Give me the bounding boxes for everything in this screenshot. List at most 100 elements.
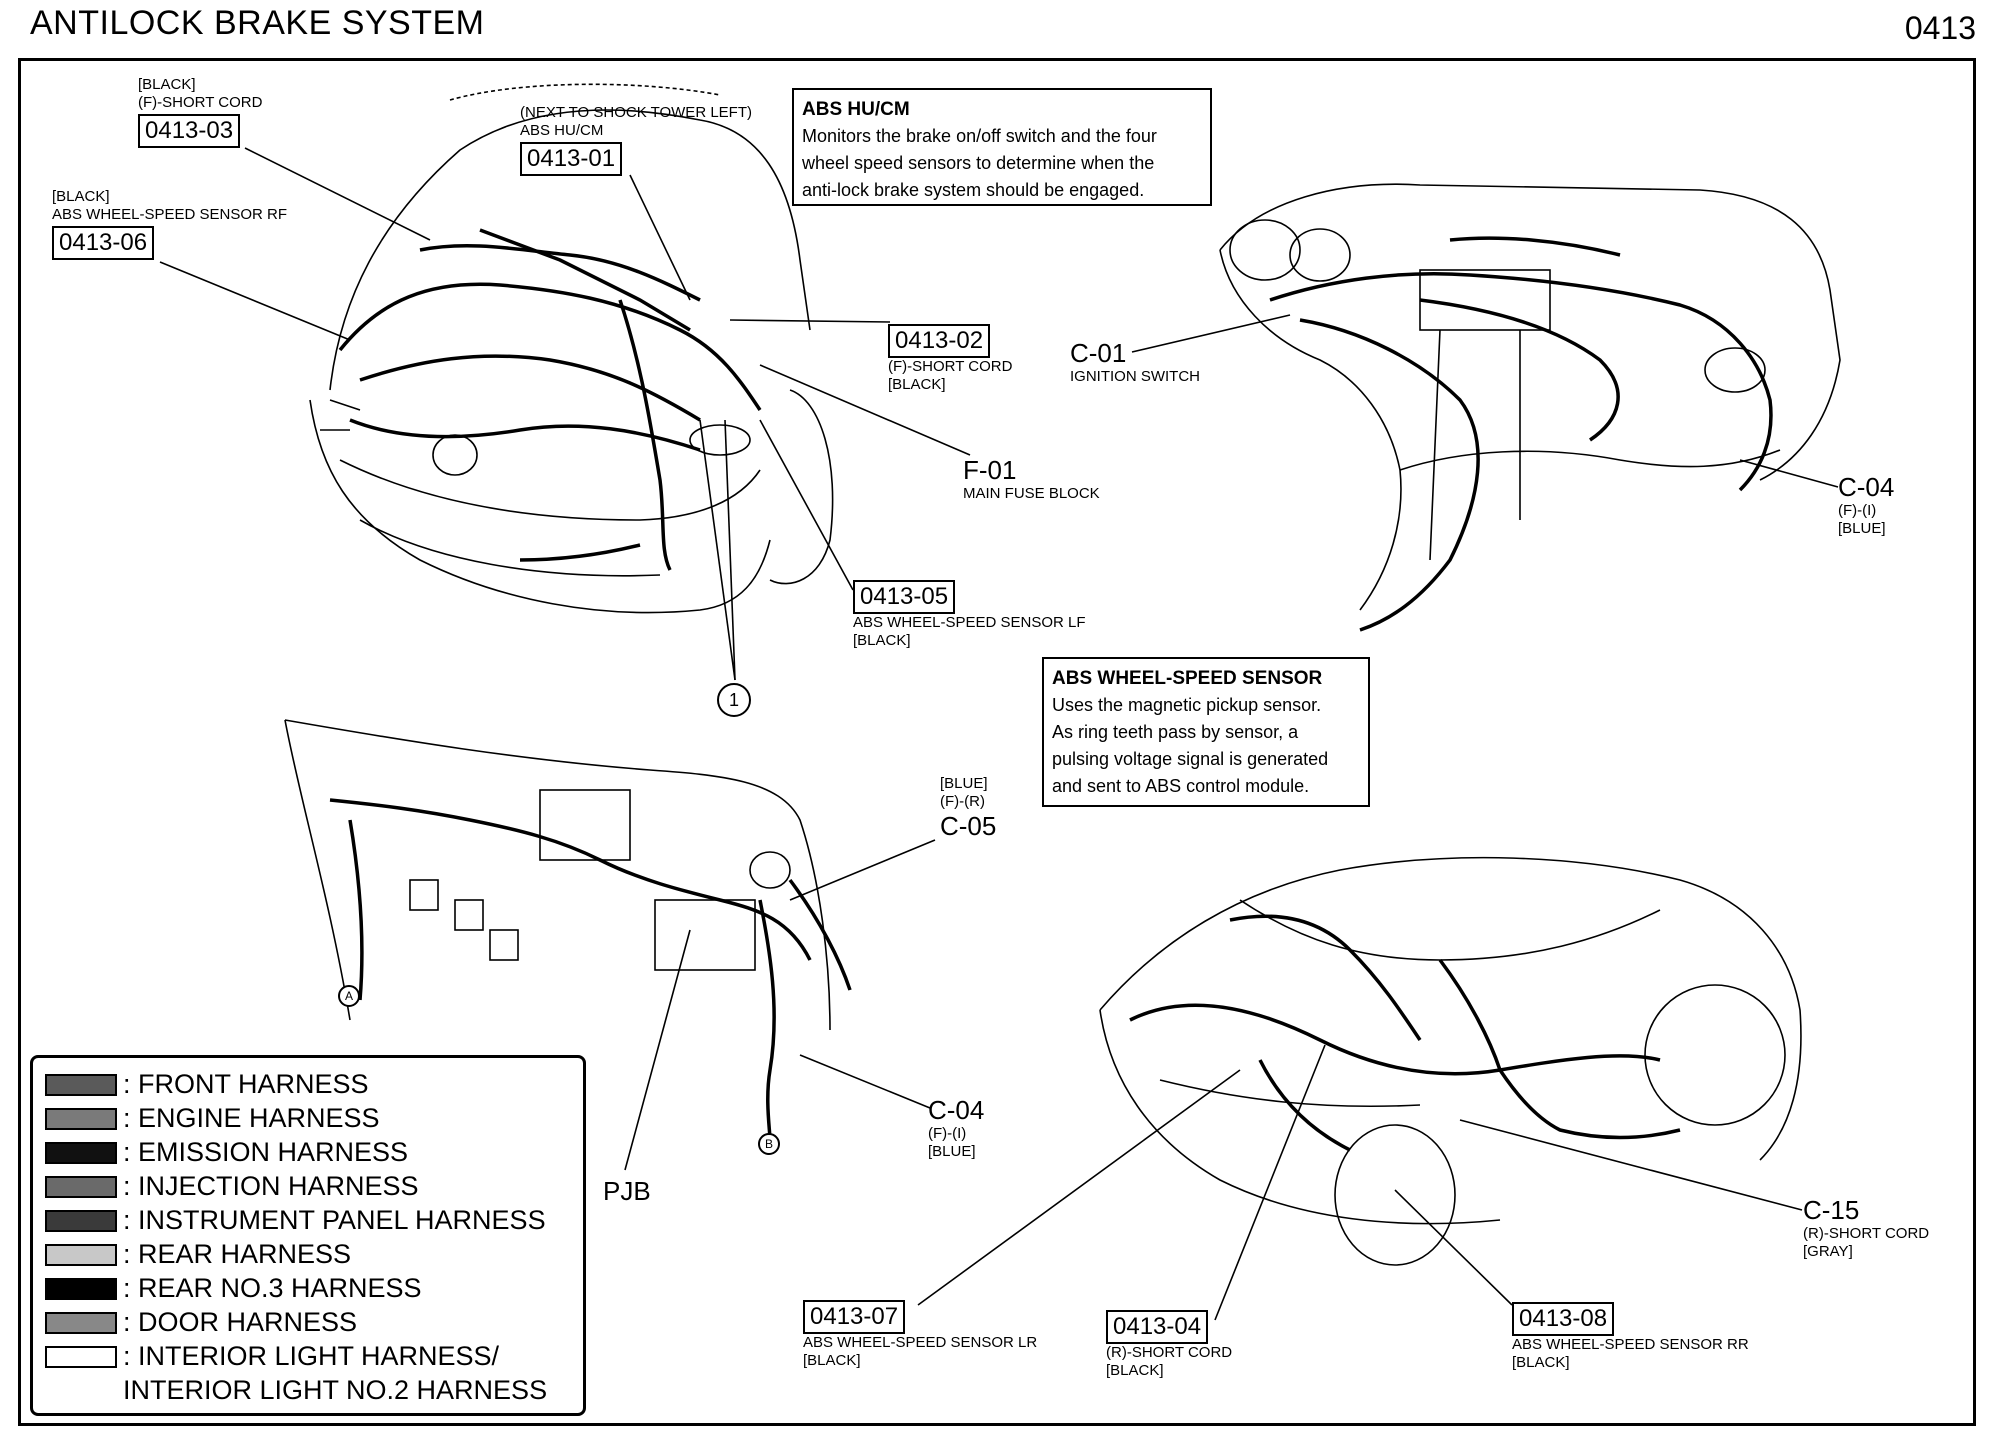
callout-0413-05-code: 0413-05	[853, 580, 956, 614]
callout-c-04-dash: C-04 (F)-(I) [BLUE]	[1838, 472, 1894, 538]
callout-c-05-desc: (F)-(R)	[940, 793, 985, 810]
engine-leader-lines	[159, 147, 971, 681]
page-title: ANTILOCK BRAKE SYSTEM	[30, 4, 485, 42]
note-abs-sensor-line4: and sent to ABS control module.	[1052, 776, 1310, 796]
legend-item: : REAR NO.3 HARNESS	[45, 1272, 583, 1306]
callout-0413-08-color: [BLACK]	[1512, 1354, 1570, 1371]
harness-legend: : FRONT HARNESS : ENGINE HARNESS : EMISS…	[30, 1055, 586, 1416]
callout-0413-03-color: [BLACK]	[138, 76, 196, 93]
note-abs-sensor-line3: pulsing voltage signal is generated	[1052, 749, 1329, 769]
callout-0413-01-code: 0413-01	[520, 142, 623, 176]
interior-panel-drawing	[284, 719, 831, 1031]
callout-c-15-code: C-15	[1803, 1195, 1860, 1225]
callout-0413-03-code: 0413-03	[138, 114, 241, 148]
callout-0413-01-desc: ABS HU/CM	[520, 122, 604, 139]
legend-label: : ENGINE HARNESS	[123, 1103, 380, 1133]
legend-swatch-instrument-panel	[45, 1210, 117, 1232]
callout-0413-05-desc: ABS WHEEL-SPEED SENSOR LF	[853, 614, 1086, 631]
dashboard-harness-wires	[1269, 236, 1773, 632]
callout-0413-02-code: 0413-02	[888, 324, 991, 358]
callout-0413-07: 0413-07 ABS WHEEL-SPEED SENSOR LR [BLACK…	[803, 1298, 1037, 1370]
legend-label: : DOOR HARNESS	[123, 1307, 358, 1337]
callout-0413-02-color: [BLACK]	[888, 376, 946, 393]
note-abs-hucm-line1: Monitors the brake on/off switch and the…	[802, 126, 1157, 146]
callout-0413-06-color: [BLACK]	[52, 188, 110, 205]
interior-leader-lines	[624, 839, 936, 1171]
legend-item: INTERIOR LIGHT NO.2 HARNESS	[45, 1374, 583, 1408]
callout-0413-04-color: [BLACK]	[1106, 1362, 1164, 1379]
callout-0413-04-code: 0413-04	[1106, 1310, 1209, 1344]
callout-c-15-desc: (R)-SHORT CORD	[1803, 1225, 1930, 1242]
callout-c-05: [BLUE] (F)-(R) C-05	[940, 775, 996, 841]
callout-0413-07-code: 0413-07	[803, 1300, 906, 1334]
callout-0413-08-code: 0413-08	[1512, 1302, 1615, 1336]
legend-item: : ENGINE HARNESS	[45, 1102, 583, 1136]
legend-label: : FRONT HARNESS	[123, 1069, 369, 1099]
legend-item: : EMISSION HARNESS	[45, 1136, 583, 1170]
legend-label: : INSTRUMENT PANEL HARNESS	[123, 1205, 546, 1235]
callout-0413-01-location: (NEXT TO SHOCK TOWER LEFT)	[520, 104, 752, 121]
rear-body-drawing	[1099, 856, 1802, 1266]
legend-swatch-injection	[45, 1176, 117, 1198]
callout-c-04-mid-code: C-04	[928, 1095, 985, 1125]
callout-c-04-dash-code: C-04	[1838, 472, 1895, 502]
callout-c-05-code: C-05	[940, 811, 997, 841]
callout-c-01: C-01 IGNITION SWITCH	[1070, 338, 1200, 386]
callout-c-15: C-15 (R)-SHORT CORD [GRAY]	[1803, 1195, 1929, 1261]
legend-label: : REAR HARNESS	[123, 1239, 352, 1269]
callout-0413-05-color: [BLACK]	[853, 632, 911, 649]
callout-0413-05: 0413-05 ABS WHEEL-SPEED SENSOR LF [BLACK…	[853, 578, 1086, 650]
note-abs-hucm-title: ABS HU/CM	[802, 99, 910, 120]
legend-item: : INTERIOR LIGHT HARNESS/	[45, 1340, 583, 1374]
callout-circle-1: 1	[717, 683, 751, 717]
callout-0413-06: [BLACK] ABS WHEEL-SPEED SENSOR RF 0413-0…	[52, 188, 287, 260]
legend-swatch-engine	[45, 1108, 117, 1130]
legend-swatch-door	[45, 1312, 117, 1334]
callout-0413-04-desc: (R)-SHORT CORD	[1106, 1344, 1233, 1361]
rear-harness-wires	[1129, 914, 1681, 1152]
callout-f-01: F-01 MAIN FUSE BLOCK	[963, 455, 1100, 503]
callout-c-01-code: C-01	[1070, 338, 1127, 368]
legend-label: : INJECTION HARNESS	[123, 1171, 419, 1201]
legend-item: : FRONT HARNESS	[45, 1068, 583, 1102]
note-abs-hucm-line2: wheel speed sensors to determine when th…	[802, 153, 1155, 173]
callout-0413-08: 0413-08 ABS WHEEL-SPEED SENSOR RR [BLACK…	[1512, 1300, 1749, 1372]
callout-c-04-mid-desc: (F)-(I)	[928, 1125, 967, 1142]
callout-f-01-code: F-01	[963, 455, 1017, 485]
legend-item: : INJECTION HARNESS	[45, 1170, 583, 1204]
callout-0413-03: [BLACK] (F)-SHORT CORD 0413-03	[138, 76, 262, 148]
callout-pjb: PJB	[603, 1176, 651, 1206]
engine-harness-wires	[338, 228, 762, 571]
legend-swatch-front	[45, 1074, 117, 1096]
callout-0413-02: 0413-02 (F)-SHORT CORD [BLACK]	[888, 322, 1012, 394]
legend-item: : INSTRUMENT PANEL HARNESS	[45, 1204, 583, 1238]
callout-0413-04: 0413-04 (R)-SHORT CORD [BLACK]	[1106, 1308, 1232, 1380]
legend-label: : REAR NO.3 HARNESS	[123, 1273, 422, 1303]
legend-swatch-emission	[45, 1142, 117, 1164]
legend-item: : REAR HARNESS	[45, 1238, 583, 1272]
legend-label: : INTERIOR LIGHT HARNESS/	[123, 1341, 500, 1371]
dashboard-leader-lines	[1131, 314, 1839, 488]
callout-c-04-mid-color: [BLUE]	[928, 1143, 976, 1160]
note-abs-sensor-title: ABS WHEEL-SPEED SENSOR	[1052, 668, 1323, 689]
interior-harness-wires	[329, 798, 852, 1141]
callout-0413-08-desc: ABS WHEEL-SPEED SENSOR RR	[1512, 1336, 1749, 1353]
callout-0413-07-desc: ABS WHEEL-SPEED SENSOR LR	[803, 1334, 1038, 1351]
legend-swatch-rear	[45, 1244, 117, 1266]
callout-c-04-dash-color: [BLUE]	[1838, 520, 1886, 537]
callout-c-05-color: [BLUE]	[940, 775, 988, 792]
callout-c-15-color: [GRAY]	[1803, 1243, 1853, 1260]
callout-c-01-desc: IGNITION SWITCH	[1070, 368, 1200, 385]
legend-label: : EMISSION HARNESS	[123, 1137, 409, 1167]
callout-c-04-dash-desc: (F)-(I)	[1838, 502, 1877, 519]
callout-0413-01: (NEXT TO SHOCK TOWER LEFT) ABS HU/CM 041…	[520, 104, 752, 176]
rear-leader-lines	[917, 1044, 1803, 1321]
legend-label: INTERIOR LIGHT NO.2 HARNESS	[123, 1375, 548, 1405]
legend-item: : DOOR HARNESS	[45, 1306, 583, 1340]
diagram-frame	[18, 58, 1976, 1426]
legend-swatch-rear-no3	[45, 1278, 117, 1300]
callout-0413-07-color: [BLACK]	[803, 1352, 861, 1369]
marker-a: A	[338, 985, 360, 1007]
note-abs-wheel-speed-sensor: ABS WHEEL-SPEED SENSOR Uses the magnetic…	[1042, 657, 1370, 807]
